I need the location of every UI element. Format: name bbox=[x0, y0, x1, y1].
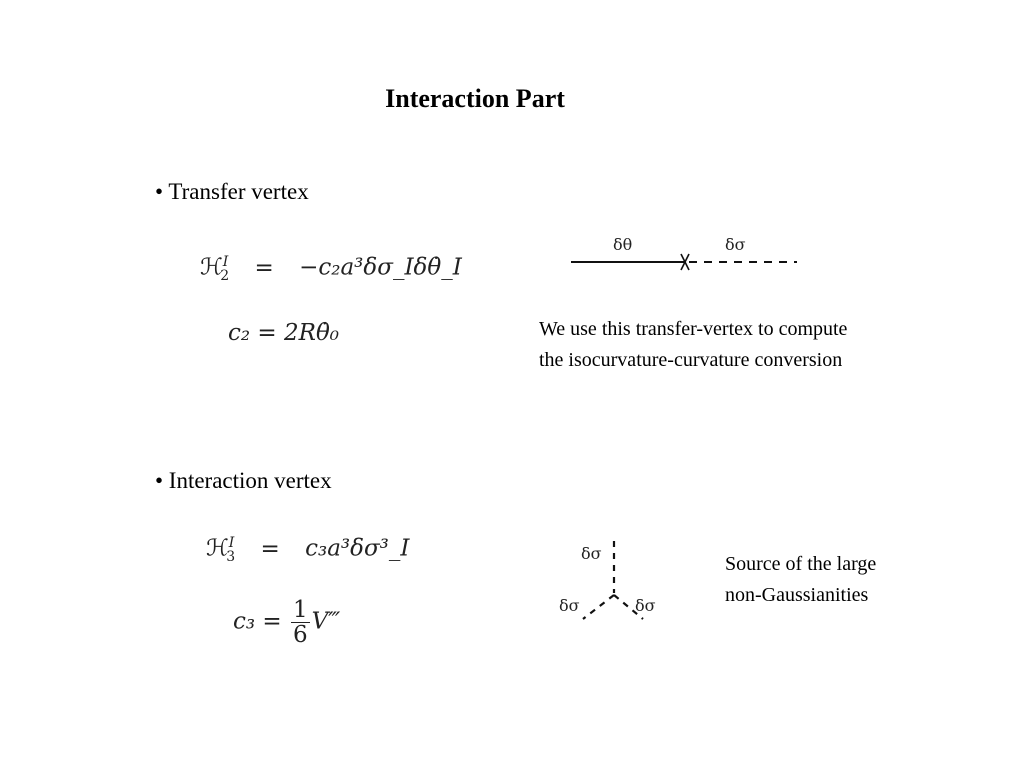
diagram-label-delta-sigma: δσ bbox=[725, 235, 746, 254]
interaction-hamiltonian-rhs: c₃a³δσ³_I bbox=[305, 535, 410, 562]
diagram-label-right: δσ bbox=[635, 596, 656, 615]
transfer-vertex-note: We use this transfer-vertex to compute t… bbox=[539, 314, 847, 376]
hamiltonian-symbol: ℋ bbox=[200, 254, 223, 281]
one-sixth-fraction: 1 6 bbox=[291, 598, 310, 647]
bullet-interaction-vertex: • Interaction vertex bbox=[155, 468, 332, 493]
note-line: non-Gaussianities bbox=[725, 584, 869, 606]
transfer-vertex-diagram: δθ δσ bbox=[571, 235, 797, 271]
interaction-coupling-equation: c₃ = 1 6 V‴ bbox=[233, 598, 340, 647]
interaction-hamiltonian-equation: ℋI3 = c₃a³δσ³_I bbox=[206, 535, 409, 565]
hamiltonian-subscript: 2 bbox=[220, 268, 230, 285]
interaction-vertex-note: Source of the large non-Gaussianities bbox=[725, 549, 876, 611]
note-line: We use this transfer-vertex to compute bbox=[539, 318, 848, 340]
fraction-numerator: 1 bbox=[291, 597, 310, 623]
transfer-hamiltonian-equation: ℋI2 = −c₂a³δσ_Iδθ̇_I bbox=[200, 254, 462, 284]
slide-title: Interaction Part bbox=[385, 84, 565, 113]
hamiltonian-superscript: I bbox=[228, 535, 235, 551]
hamiltonian-subscript: 3 bbox=[226, 549, 236, 566]
hamiltonian-symbol: ℋ bbox=[206, 535, 229, 562]
potential-third-derivative: V‴ bbox=[311, 608, 341, 635]
equals-sign: = bbox=[260, 535, 280, 562]
diagram-label-delta-theta: δθ bbox=[613, 235, 632, 254]
equals-sign: = bbox=[254, 254, 274, 281]
transfer-coupling-equation: c₂ = 2Rθ̇₀ bbox=[228, 320, 339, 346]
fraction-denominator: 6 bbox=[293, 622, 308, 648]
bullet-transfer-vertex: • Transfer vertex bbox=[155, 179, 309, 204]
vertex-cross-mark bbox=[680, 253, 690, 271]
interaction-vertex-diagram: δσ δσ δσ bbox=[559, 541, 656, 620]
diagram-label-left: δσ bbox=[559, 596, 580, 615]
transfer-hamiltonian-rhs: −c₂a³δσ_Iδθ̇_I bbox=[299, 254, 462, 281]
note-line: Source of the large bbox=[725, 553, 877, 575]
diagram-label-top: δσ bbox=[581, 544, 602, 563]
c3-lhs: c₃ = bbox=[233, 608, 282, 635]
left-dashed-line bbox=[582, 594, 615, 620]
c2-definition: c₂ = 2Rθ̇₀ bbox=[228, 320, 340, 346]
note-line: the isocurvature-curvature conversion bbox=[539, 349, 843, 371]
hamiltonian-superscript: I bbox=[222, 254, 229, 270]
